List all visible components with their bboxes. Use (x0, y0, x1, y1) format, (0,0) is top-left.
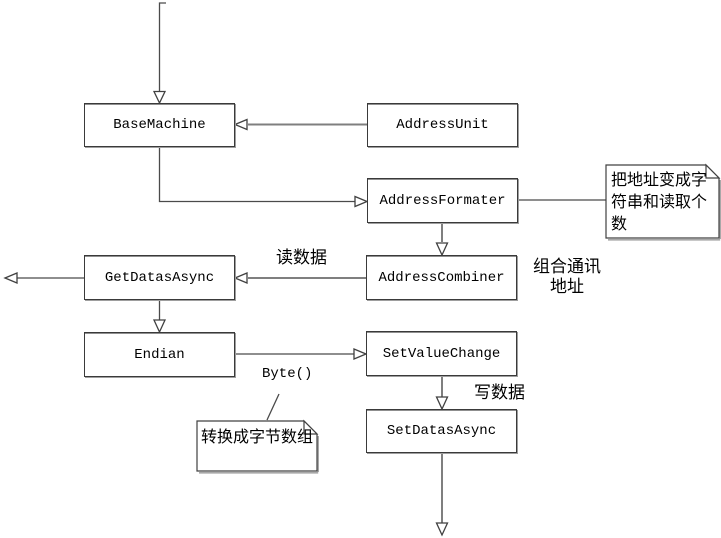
class-label: SetValueChange (382, 345, 501, 362)
class-box-setvaluechange: SetValueChange (366, 331, 517, 376)
edge-top-entry-to-basemachine (158, 2, 166, 92)
class-label: AddressCombiner (378, 269, 505, 286)
arrowhead-down-addresscombiner (435, 242, 449, 257)
class-label: Endian (134, 346, 185, 363)
class-label: AddressUnit (396, 117, 489, 133)
arrowhead-down-endian (152, 319, 167, 334)
arrowhead-down-basemachine (152, 90, 167, 105)
class-box-addressunit: AddressUnit (367, 103, 518, 147)
class-box-addressformater: AddressFormater (367, 178, 518, 223)
edge-basemachine-to-addressformater (158, 147, 355, 203)
class-box-addresscombiner: AddressCombiner (366, 255, 517, 300)
class-box-basemachine: BaseMachine (84, 103, 235, 147)
arrowhead-left-getdatasasync (233, 272, 248, 284)
edge-note-to-byte-label (266, 393, 280, 421)
class-box-setdatasasync: SetDatasAsync (366, 409, 517, 453)
class-box-getdatasasync: GetDatasAsync (84, 255, 235, 300)
note-fold-icon (705, 163, 721, 179)
edge-label-write-data: 写数据 (474, 383, 525, 403)
note-text-endian: 转换成字节数组 (201, 427, 314, 446)
arrowhead-right-addressformater (354, 195, 369, 208)
arrowhead-left-canvas-exit (3, 272, 18, 284)
note-fold-icon (303, 419, 319, 435)
arrowhead-down-bottom-exit (435, 522, 449, 537)
arrowhead-down-setdatasasync (435, 396, 449, 411)
note-shape-endian (196, 420, 318, 472)
arrowhead-left-basemachine (233, 118, 248, 131)
edge-label-read-data: 读数据 (276, 248, 327, 268)
class-label: GetDatasAsync (104, 269, 215, 286)
class-label: AddressFormater (379, 192, 506, 209)
note-shadow (608, 180, 721, 241)
note-text-addressformater: 把地址变成字符串和读取个数 (611, 170, 708, 233)
class-box-endian: Endian (84, 332, 235, 377)
arrowhead-right-setvaluechange (353, 348, 368, 360)
note-shape-addressformater (605, 164, 720, 239)
edge-label-combine-address: 组合通讯地址 (533, 257, 601, 297)
edge-label-byte-call: Byte() (262, 366, 313, 382)
class-label: SetDatasAsync (386, 423, 497, 439)
note-shadow (199, 436, 319, 474)
class-label: BaseMachine (113, 117, 206, 133)
